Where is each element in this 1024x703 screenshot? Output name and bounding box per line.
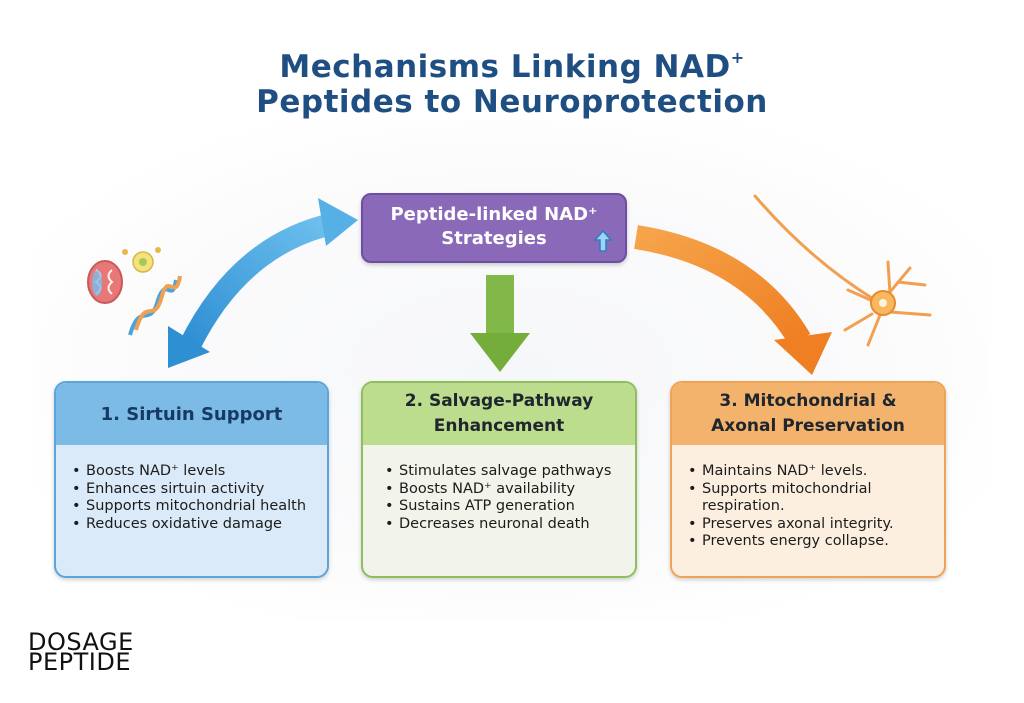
list-item: Sustains ATP generation <box>385 498 635 516</box>
logo-line2: PEPTIDE <box>28 648 131 676</box>
list-item: Boosts NAD⁺ levels <box>72 463 327 481</box>
center-title-line1: Peptide-linked NAD⁺ <box>390 204 598 225</box>
card-sirtuin-support: 1. Sirtuin Support Boosts NAD⁺ levels En… <box>54 381 329 578</box>
blue-double-arrow <box>168 198 358 368</box>
card-mitochondrial-axonal: 3. Mitochondrial &Axonal Preservation Ma… <box>670 381 946 578</box>
page-title-line2: Peptides to Neuroprotection <box>256 84 768 120</box>
card-bullet-list: Boosts NAD⁺ levels Enhances sirtuin acti… <box>56 463 327 533</box>
card-bullet-list: Maintains NAD⁺ levels. Supports mitochon… <box>672 463 944 551</box>
list-item: Decreases neuronal death <box>385 516 635 534</box>
logo-line1: DOSAGE <box>28 628 134 656</box>
card-header: 1. Sirtuin Support <box>56 383 327 445</box>
mitochondria-icon <box>87 260 123 304</box>
green-down-arrow <box>470 275 530 372</box>
page-title-line1: Mechanisms Linking NAD+ <box>279 48 745 85</box>
list-item: Supports mitochondrial health <box>72 498 327 516</box>
list-item: Preserves axonal integrity. <box>688 516 944 534</box>
orange-curved-arrow <box>634 225 832 375</box>
list-item: Reduces oxidative damage <box>72 516 327 534</box>
list-item: Maintains NAD⁺ levels. <box>688 463 944 481</box>
list-item: Supports mitochondrial respiration. <box>688 481 944 516</box>
list-item: Boosts NAD⁺ availability <box>385 481 635 499</box>
nad-molecule-icon <box>122 247 161 273</box>
neuron-icon <box>753 194 932 347</box>
list-item: Stimulates salvage pathways <box>385 463 635 481</box>
center-title-line2: Strategies <box>441 228 547 249</box>
card-header: 3. Mitochondrial &Axonal Preservation <box>672 383 944 445</box>
list-item: Prevents energy collapse. <box>688 533 944 551</box>
card-bullet-list: Stimulates salvage pathways Boosts NAD⁺ … <box>363 463 635 533</box>
brand-logo: DOSAGE PEPTIDE <box>28 628 134 676</box>
protein-helix-icon <box>128 275 182 336</box>
list-item: Enhances sirtuin activity <box>72 481 327 499</box>
center-strategies-box: Peptide-linked NAD⁺ Strategies <box>361 193 627 263</box>
up-arrow-icon <box>593 229 613 252</box>
